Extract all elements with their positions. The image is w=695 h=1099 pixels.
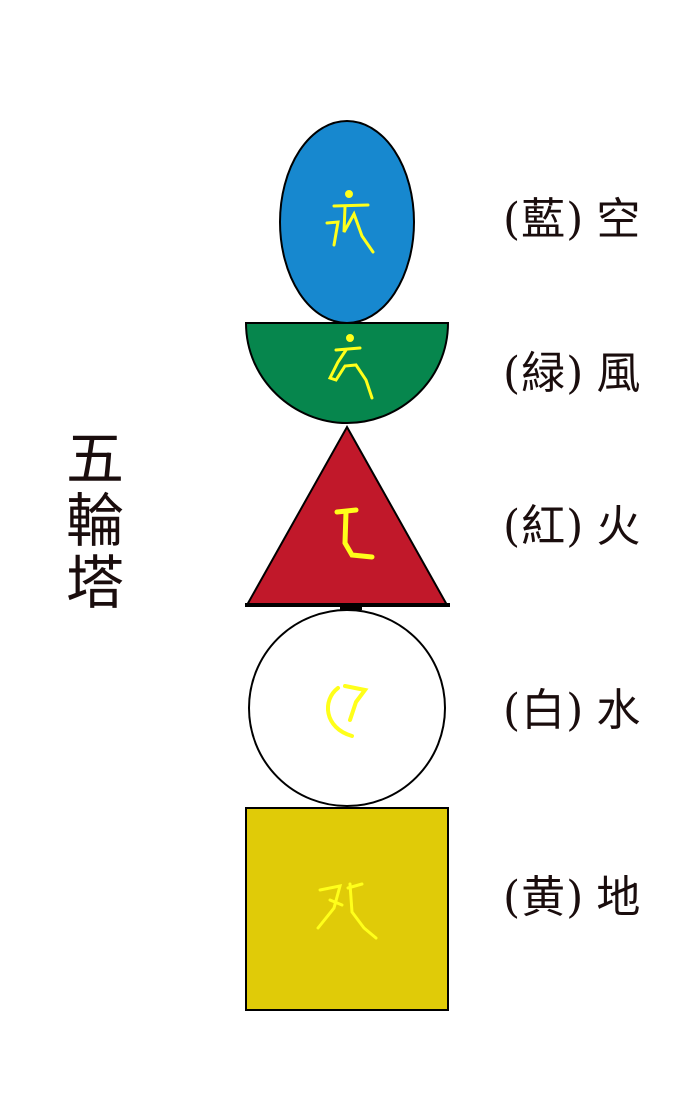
element-label: 風	[596, 348, 642, 399]
color-label: (緑)	[503, 348, 585, 399]
label-water: (白)水	[503, 674, 641, 738]
element-label: 地	[596, 872, 642, 923]
element-label: 空	[596, 194, 642, 245]
color-label: (黄)	[503, 872, 585, 923]
color-label: (白)	[503, 685, 585, 736]
element-label: 火	[596, 501, 642, 552]
element-label: 水	[596, 685, 642, 736]
sky-ellipse	[279, 120, 415, 324]
wind-hemisphere	[244, 322, 450, 425]
color-label: (藍)	[503, 194, 585, 245]
label-sky: (藍)空	[503, 183, 641, 247]
siddham-a-icon	[316, 882, 378, 940]
siddham-kha-icon	[325, 190, 375, 254]
title-char: 五	[66, 425, 125, 493]
label-fire: (紅)火	[503, 490, 641, 554]
siddham-ra-icon	[334, 507, 375, 560]
earth-square	[245, 807, 449, 1011]
title-gorinto: 五 輪 塔	[66, 428, 130, 614]
color-label: (紅)	[503, 501, 585, 552]
siddham-ha-icon	[327, 334, 374, 400]
siddham-va-icon	[326, 684, 369, 738]
title-char: 塔	[66, 549, 125, 617]
label-earth: (黄)地	[503, 861, 641, 925]
title-char: 輪	[66, 487, 125, 555]
water-circle	[248, 609, 446, 807]
label-wind: (緑)風	[503, 337, 641, 401]
